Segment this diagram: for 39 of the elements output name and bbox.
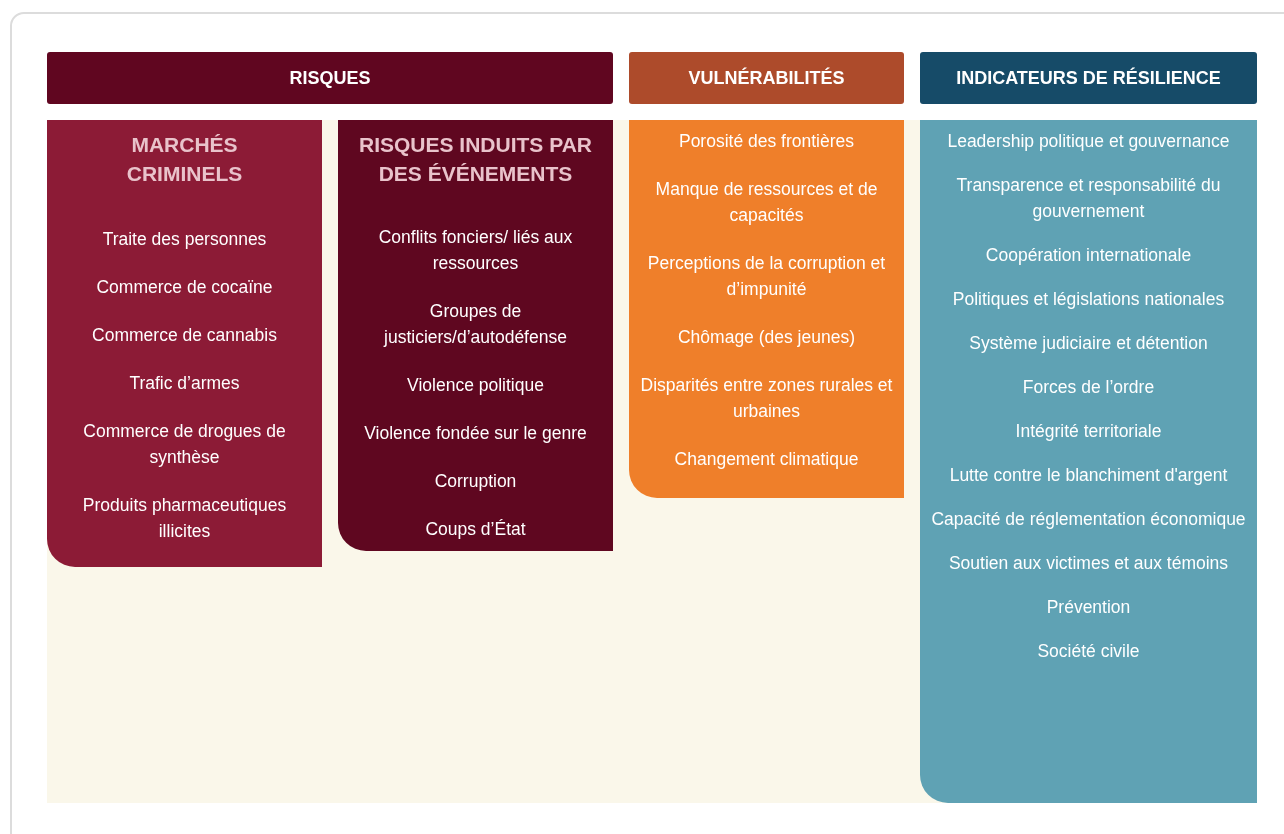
list-item: Produits pharmaceutiques illicites xyxy=(81,494,288,543)
list-item: Leadership politique et gouvernance xyxy=(947,130,1230,153)
list-item: Politiques et législations nationales xyxy=(952,288,1225,311)
list-item: Conflits fonciers/ liés aux ressources xyxy=(377,226,574,275)
section-header: INDICATEURS DE RÉSILIENCE xyxy=(920,52,1257,104)
section-header: RISQUES xyxy=(47,52,613,104)
section-header: VULNÉRABILITÉS xyxy=(629,52,904,104)
list-item: Traite des personnes xyxy=(102,228,267,251)
list-item: Capacité de réglementation économique xyxy=(931,508,1246,531)
list-item: Coups d’État xyxy=(425,518,526,541)
list-item: Système judiciaire et détention xyxy=(969,332,1208,355)
list-item: Commerce de drogues de synthèse xyxy=(82,420,287,469)
list-item: Prévention xyxy=(1046,596,1131,619)
list-item: Forces de l’ordre xyxy=(1022,376,1155,399)
list-item: Porosité des frontières xyxy=(678,130,855,153)
category-panel xyxy=(629,120,904,498)
list-item: Société civile xyxy=(1037,640,1140,663)
list-item: Soutien aux victimes et aux témoins xyxy=(948,552,1229,575)
list-item: Violence politique xyxy=(407,374,544,397)
category-panel xyxy=(338,120,613,551)
list-item: Intégrité territoriale xyxy=(1015,420,1162,443)
list-item: Perceptions de la corruption et d’impunité xyxy=(646,252,887,301)
panel-heading: RISQUES INDUITS PAR DES ÉVÉNEMENTS xyxy=(358,132,593,187)
list-item: Lutte contre le blanchiment d'argent xyxy=(949,464,1228,487)
list-item: Transparence et responsabilité du gouvernement xyxy=(955,174,1222,223)
panel-heading: MARCHÉS CRIMINELS xyxy=(125,132,244,187)
list-item: Chômage (des jeunes) xyxy=(677,326,855,349)
list-item: Trafic d’armes xyxy=(129,372,240,395)
category-panel xyxy=(920,120,1257,803)
list-item: Violence fondée sur le genre xyxy=(364,422,587,445)
list-item: Commerce de cannabis xyxy=(92,324,277,347)
list-item: Groupes de justiciers/d’autodéfense xyxy=(382,300,568,349)
list-item: Manque de ressources et de capacités xyxy=(654,178,879,227)
list-item: Corruption xyxy=(434,470,517,493)
list-item: Disparités entre zones rurales et urbaines xyxy=(639,374,894,423)
list-item: Coopération internationale xyxy=(985,244,1192,267)
list-item: Commerce de cocaïne xyxy=(96,276,273,299)
list-item: Changement climatique xyxy=(674,448,859,471)
category-panel xyxy=(47,120,322,567)
